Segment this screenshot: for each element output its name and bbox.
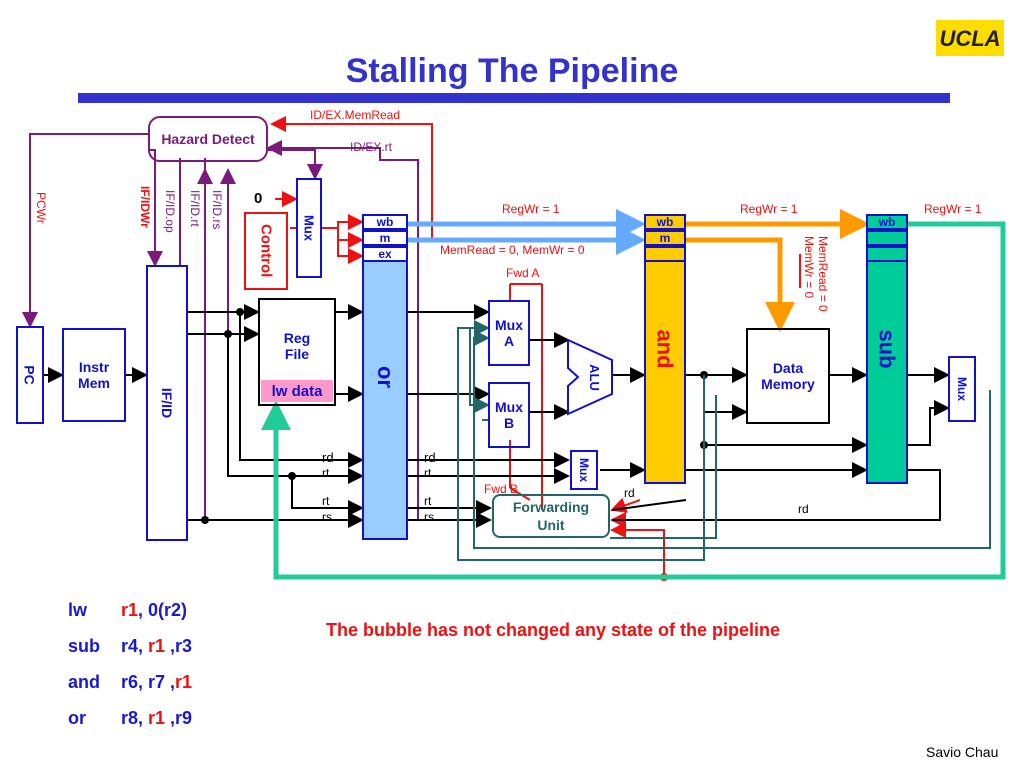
program-counter: PC	[16, 326, 44, 424]
signal-regwr-wb: RegWr = 1	[924, 202, 982, 216]
ex-mem-empty-field	[644, 246, 686, 262]
signal-if-id-op: IF/ID.op	[163, 190, 177, 233]
register-r1: r1	[148, 636, 166, 656]
code-operands: r4, r1 ,r3	[121, 636, 192, 657]
signal-id-ex-memread: ID/EX.MemRead	[310, 108, 401, 122]
signal-memwr-mem: MemWr = 0	[802, 236, 816, 299]
code-operands: r8, r1 ,r9	[121, 708, 192, 729]
signal-id-ex-rt: ID/EX.rt	[350, 140, 393, 154]
operand-text: r4,	[121, 636, 149, 656]
reg-file-label: Reg File	[283, 330, 311, 362]
register-r1: r1	[175, 672, 193, 692]
code-opcode: and	[68, 672, 101, 692]
mem-wb-instruction: sub	[875, 329, 900, 369]
label-rd-ex: rd	[424, 450, 436, 465]
code-opcode: or	[68, 708, 86, 728]
operand-text: r6, r7 ,	[121, 672, 176, 692]
register-r1: r1	[121, 600, 139, 620]
label-rt-id: rt	[322, 466, 330, 480]
mem-wb-wb-field: wb	[866, 214, 908, 230]
ex-mem-wb-field: wb	[644, 214, 686, 230]
operand-text: , 0(r2)	[138, 600, 188, 620]
label-rd-wb: rd	[798, 502, 809, 516]
mux-writeback: Mux	[948, 356, 976, 422]
code-opcode: lw	[68, 600, 88, 620]
id-ex-wb-field: wb	[362, 214, 408, 230]
id-ex-m-field: m	[362, 230, 408, 246]
pc-label: PC	[21, 365, 38, 385]
signal-if-id-rt: IF/ID.rt	[188, 190, 202, 227]
bubble-note: The bubble has not changed any state of …	[326, 620, 781, 640]
code-operands: r1, 0(r2)	[121, 600, 187, 621]
forwarding-unit: Forwarding Unit	[492, 494, 610, 538]
label-rt-id-2: rt	[322, 494, 330, 508]
code-operands: r6, r7 ,r1	[121, 672, 192, 693]
signal-regwr-ex: RegWr = 1	[502, 202, 560, 216]
ex-mem-m-field: m	[644, 230, 686, 246]
ucla-logo: UCLA	[936, 20, 1004, 56]
register-file: Reg File	[258, 298, 336, 406]
mux-rd: Mux	[570, 450, 598, 490]
alu: ALU	[574, 360, 614, 394]
signal-if-id-rs: IF/ID.rs	[210, 190, 224, 230]
ex-mem-instruction: and	[653, 329, 678, 369]
code-opcode: sub	[68, 636, 101, 656]
hazard-detect-unit: Hazard Detect	[148, 116, 268, 162]
signal-if-idwr: IF/IDWr	[138, 186, 152, 228]
signal-fwd-a: Fwd A	[506, 266, 540, 280]
instruction-memory: Instr Mem	[62, 328, 126, 422]
label-rt-ex: rt	[424, 466, 432, 480]
code-line: and r6, r7 ,r1	[68, 672, 268, 708]
operand-text: r8,	[121, 708, 149, 728]
control-mux: Mux	[296, 178, 322, 278]
label-rs-id: rs	[322, 510, 332, 524]
label-rd-mem: rd	[624, 486, 635, 500]
label-rs-ex: rs	[424, 510, 434, 524]
if-id-label: IF/ID	[159, 387, 175, 419]
signal-memread-memwr-ex: MemRead = 0, MemWr = 0	[440, 243, 585, 257]
control-unit: Control	[244, 212, 288, 290]
code-line: lw r1, 0(r2)	[68, 600, 268, 636]
mux-a: Mux A	[488, 300, 530, 366]
signal-regwr-mem: RegWr = 1	[740, 202, 798, 216]
code-line: or r8, r1 ,r9	[68, 708, 268, 744]
label-rd-id: rd	[322, 450, 334, 465]
operand-text: ,r3	[165, 636, 193, 656]
mux-b: Mux B	[488, 382, 530, 448]
operand-text: ,r9	[165, 708, 193, 728]
lw-data-highlight: lw data	[261, 380, 333, 402]
mem-wb-empty-field-1	[866, 230, 908, 246]
label-rt-ex-2: rt	[424, 494, 432, 508]
zero-input-label: 0	[254, 190, 263, 207]
data-memory: Data Memory	[746, 328, 830, 424]
mem-wb-empty-field-2	[866, 246, 908, 262]
slide-title: Stalling The Pipeline	[345, 52, 679, 90]
id-ex-register: or	[362, 214, 408, 540]
code-line: sub r4, r1 ,r3	[68, 636, 268, 672]
register-r1: r1	[148, 708, 166, 728]
alu-label: ALU	[586, 363, 602, 391]
if-id-register: IF/ID	[146, 265, 188, 541]
author-credit: Savio Chau	[926, 744, 999, 760]
signal-memread-mem: MemRead = 0	[816, 236, 830, 312]
signal-fwd-b: Fwd B	[484, 482, 519, 496]
title-underline	[78, 93, 950, 103]
id-ex-ex-field: ex	[362, 246, 408, 262]
alu-shape	[567, 338, 613, 416]
id-ex-instruction: or	[373, 366, 398, 388]
signal-pcwr: PCWr	[34, 192, 48, 224]
